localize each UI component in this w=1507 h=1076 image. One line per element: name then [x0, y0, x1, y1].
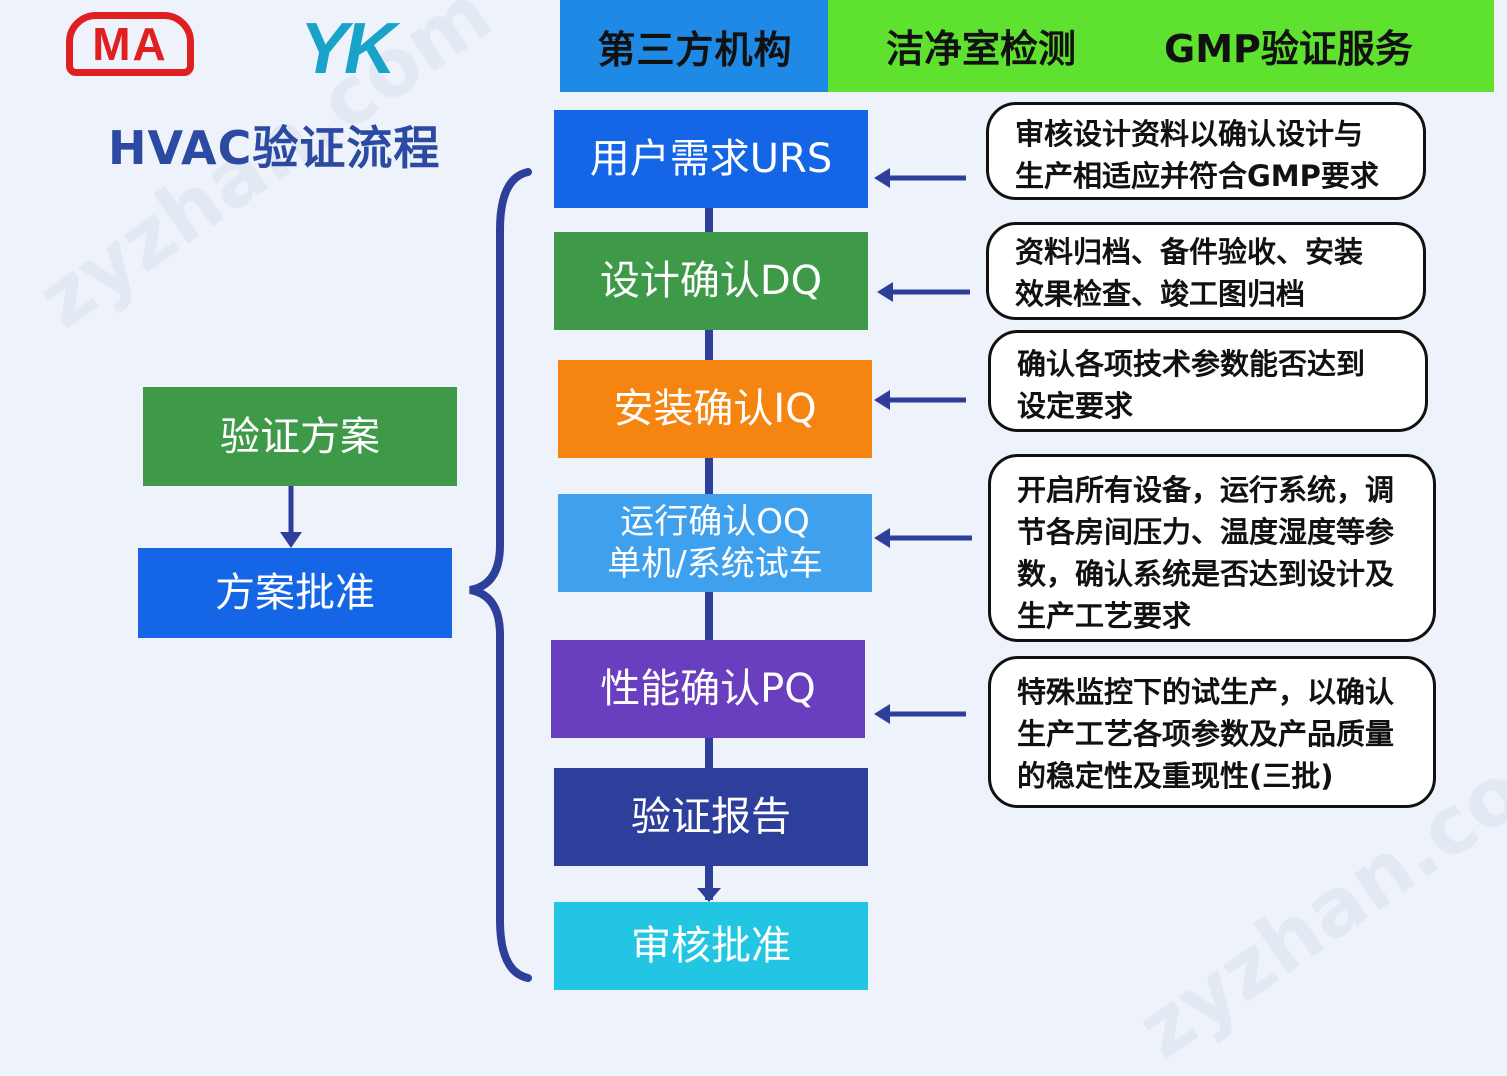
- curly-brace: [469, 168, 532, 982]
- note-line: 效果检查、竣工图归档: [1015, 277, 1306, 311]
- note-line: 数，确认系统是否达到设计及: [1017, 557, 1395, 591]
- plan-box: 验证方案: [143, 387, 457, 486]
- note-oq: 开启所有设备，运行系统，调 节各房间压力、温度湿度等参 数，确认系统是否达到设计…: [988, 454, 1436, 642]
- step-report: 验证报告: [554, 768, 868, 866]
- step-oq: 运行确认OQ 单机/系统试车: [558, 494, 872, 592]
- note-line: 确认各项技术参数能否达到: [1017, 347, 1366, 381]
- approval-box: 方案批准: [138, 548, 452, 638]
- flow-arrowhead: [697, 888, 721, 902]
- iq-note-arrowhead: [874, 390, 890, 410]
- header-services-bar: 洁净室检测 GMP验证服务: [828, 0, 1494, 92]
- urs-note-arrowhead: [874, 168, 890, 188]
- dq-note-arrowhead: [877, 282, 893, 302]
- note-line: 审核设计资料以确认设计与: [1015, 117, 1364, 151]
- note-line: 设定要求: [1017, 389, 1134, 423]
- note-line: 资料归档、备件验收、安装: [1015, 235, 1364, 269]
- note-line: 生产工艺要求: [1017, 599, 1192, 633]
- note-dq: 资料归档、备件验收、安装 效果检查、竣工图归档: [986, 222, 1426, 320]
- step-dq: 设计确认DQ: [554, 232, 868, 330]
- cma-logo: MA: [66, 12, 194, 76]
- step-oq-line2: 单机/系统试车: [607, 544, 823, 584]
- note-pq: 特殊监控下的试生产，以确认 生产工艺各项参数及产品质量 的稳定性及重现性(三批): [988, 656, 1436, 808]
- note-line: 节各房间压力、温度湿度等参: [1017, 515, 1395, 549]
- pq-note-arrowhead: [874, 704, 890, 724]
- note-line: 生产相适应并符合GMP要求: [1015, 159, 1379, 193]
- step-review: 审核批准: [554, 902, 868, 990]
- note-urs: 审核设计资料以确认设计与 生产相适应并符合GMP要求: [986, 102, 1426, 200]
- note-line: 的稳定性及重现性(三批): [1017, 759, 1334, 793]
- note-line: 生产工艺各项参数及产品质量: [1017, 717, 1395, 751]
- note-line: 开启所有设备，运行系统，调: [1017, 473, 1395, 507]
- header-tag-cleanroom: 洁净室检测: [886, 27, 1077, 71]
- oq-note-arrowhead: [874, 528, 890, 548]
- brand-logo: YK: [300, 9, 396, 89]
- step-urs: 用户需求URS: [554, 110, 868, 208]
- note-line: 特殊监控下的试生产，以确认: [1017, 675, 1395, 709]
- step-oq-line1: 运行确认OQ: [620, 501, 810, 542]
- page-title: HVAC验证流程: [108, 121, 441, 175]
- header-tag-gmp: GMP验证服务: [1164, 27, 1413, 71]
- step-iq: 安装确认IQ: [558, 360, 872, 458]
- plan-arrowhead: [280, 532, 302, 548]
- step-pq: 性能确认PQ: [551, 640, 865, 738]
- header-tag-third-party: 第三方机构: [560, 0, 830, 92]
- note-iq: 确认各项技术参数能否达到 设定要求: [988, 330, 1428, 432]
